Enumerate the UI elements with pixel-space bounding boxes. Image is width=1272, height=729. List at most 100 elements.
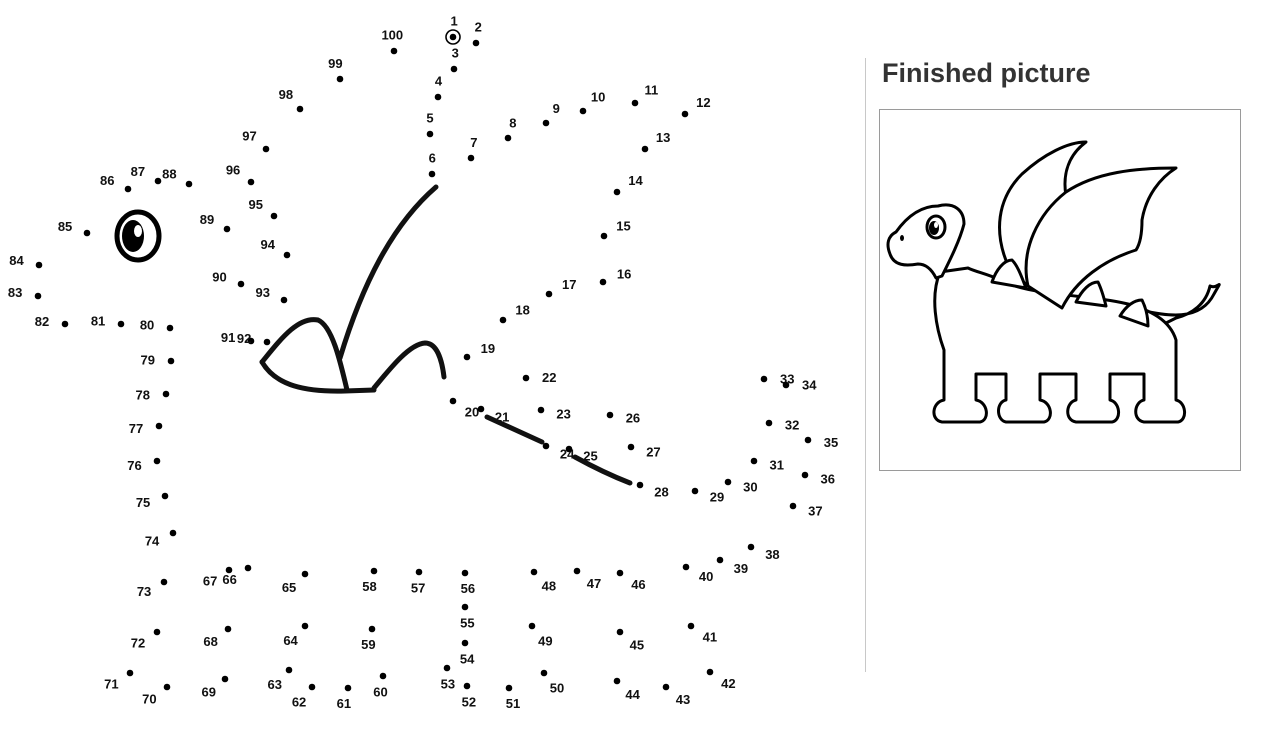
dot-60[interactable]: 60 (373, 672, 388, 700)
dot-93[interactable]: 93 (256, 285, 288, 304)
dot-29[interactable]: 29 (691, 487, 725, 505)
dot-7[interactable]: 7 (467, 135, 478, 162)
dot-89[interactable]: 89 (200, 212, 231, 233)
dot-19[interactable]: 19 (463, 341, 495, 361)
dot-14[interactable]: 14 (613, 173, 644, 196)
dot-62[interactable]: 62 (292, 683, 316, 710)
dot-1[interactable]: 1 (445, 14, 461, 45)
dot-70[interactable]: 70 (142, 683, 171, 707)
dot-20[interactable]: 20 (449, 397, 480, 420)
dot-42[interactable]: 42 (706, 668, 736, 691)
dot-57[interactable]: 57 (411, 568, 425, 596)
dot-88[interactable]: 88 (162, 166, 193, 188)
dot-8[interactable]: 8 (504, 115, 517, 142)
dot-61[interactable]: 61 (337, 684, 352, 711)
dot-64[interactable]: 64 (283, 622, 309, 648)
dot-40[interactable]: 40 (682, 563, 714, 584)
dot-55[interactable]: 55 (460, 603, 475, 631)
dot-71[interactable]: 71 (104, 669, 134, 692)
dot-13[interactable]: 13 (641, 130, 671, 153)
dot-37[interactable]: 37 (789, 502, 823, 519)
dot-85[interactable]: 85 (58, 219, 91, 237)
dot-49[interactable]: 49 (528, 622, 553, 649)
dot-98[interactable]: 98 (279, 87, 304, 113)
dot-18[interactable]: 18 (499, 302, 530, 324)
dot-75[interactable]: 75 (136, 492, 169, 510)
dot-47[interactable]: 47 (573, 567, 602, 592)
dot-51[interactable]: 51 (505, 684, 521, 711)
dot-2[interactable]: 2 (472, 20, 482, 47)
dot-72[interactable]: 72 (131, 628, 161, 651)
dot-9[interactable]: 9 (542, 101, 560, 127)
dot-97[interactable]: 97 (242, 129, 270, 153)
dot-69[interactable]: 69 (202, 675, 229, 700)
dot-45[interactable]: 45 (616, 628, 644, 653)
dot-81[interactable]: 81 (91, 314, 125, 329)
dot-24[interactable]: 24 (542, 442, 575, 462)
dot-36[interactable]: 36 (801, 471, 835, 486)
dot-92[interactable]: 92 (237, 331, 271, 346)
dot-32[interactable]: 32 (765, 418, 800, 433)
dot-5[interactable]: 5 (426, 111, 434, 138)
dot-28[interactable]: 28 (636, 481, 669, 500)
dot-66[interactable]: 66 (222, 564, 252, 587)
dot-31[interactable]: 31 (750, 457, 784, 472)
dot-63[interactable]: 63 (268, 666, 293, 692)
dot-38[interactable]: 38 (747, 543, 780, 562)
dot-44[interactable]: 44 (613, 677, 641, 702)
dot-96[interactable]: 96 (226, 163, 255, 186)
dot-79[interactable]: 79 (141, 352, 175, 367)
dot-25[interactable]: 25 (565, 445, 598, 464)
dot-67[interactable]: 67 (203, 566, 233, 589)
dot-99[interactable]: 99 (328, 56, 344, 83)
dot-76[interactable]: 76 (127, 457, 161, 473)
dot-30[interactable]: 30 (724, 478, 758, 495)
dot-86[interactable]: 86 (100, 173, 132, 193)
dot-94[interactable]: 94 (261, 237, 291, 259)
dot-16[interactable]: 16 (599, 267, 632, 286)
dot-46[interactable]: 46 (616, 569, 646, 592)
dot-58[interactable]: 58 (362, 567, 378, 594)
dot-68[interactable]: 68 (203, 625, 232, 649)
dot-4[interactable]: 4 (434, 74, 443, 101)
dot-90[interactable]: 90 (212, 269, 245, 288)
dot-91[interactable]: 91 (221, 330, 255, 345)
dot-12[interactable]: 12 (681, 95, 711, 118)
dot-87[interactable]: 87 (131, 164, 162, 185)
dot-43[interactable]: 43 (662, 683, 691, 708)
dot-6[interactable]: 6 (429, 151, 436, 178)
dot-56[interactable]: 56 (461, 569, 475, 597)
dot-52[interactable]: 52 (462, 682, 476, 710)
dot-26[interactable]: 26 (606, 411, 640, 426)
dot-23[interactable]: 23 (537, 406, 571, 422)
dot-78[interactable]: 78 (136, 387, 170, 402)
dot-17[interactable]: 17 (545, 277, 577, 298)
dot-84[interactable]: 84 (9, 253, 43, 269)
dot-34[interactable]: 34 (782, 378, 818, 393)
dot-82[interactable]: 82 (35, 314, 69, 329)
dot-27[interactable]: 27 (627, 443, 661, 460)
dot-21[interactable]: 21 (477, 405, 510, 425)
dot-95[interactable]: 95 (249, 197, 278, 220)
dot-11[interactable]: 11 (631, 83, 659, 107)
dot-53[interactable]: 53 (441, 664, 455, 692)
dot-33[interactable]: 33 (760, 372, 795, 387)
dot-41[interactable]: 41 (687, 622, 717, 645)
dot-50[interactable]: 50 (540, 669, 565, 696)
dot-80[interactable]: 80 (140, 317, 174, 332)
dot-74[interactable]: 74 (145, 529, 177, 549)
dot-39[interactable]: 39 (716, 556, 748, 576)
dot-3[interactable]: 3 (450, 46, 459, 73)
dot-83[interactable]: 83 (8, 285, 42, 300)
dot-22[interactable]: 22 (522, 370, 557, 385)
dot-15[interactable]: 15 (600, 218, 631, 240)
dot-35[interactable]: 35 (804, 435, 839, 450)
dot-65[interactable]: 65 (282, 570, 309, 595)
dot-59[interactable]: 59 (361, 625, 376, 652)
dot-10[interactable]: 10 (579, 90, 606, 115)
dot-48[interactable]: 48 (530, 568, 556, 594)
dot-100[interactable]: 100 (381, 28, 403, 55)
dot-54[interactable]: 54 (460, 639, 475, 667)
